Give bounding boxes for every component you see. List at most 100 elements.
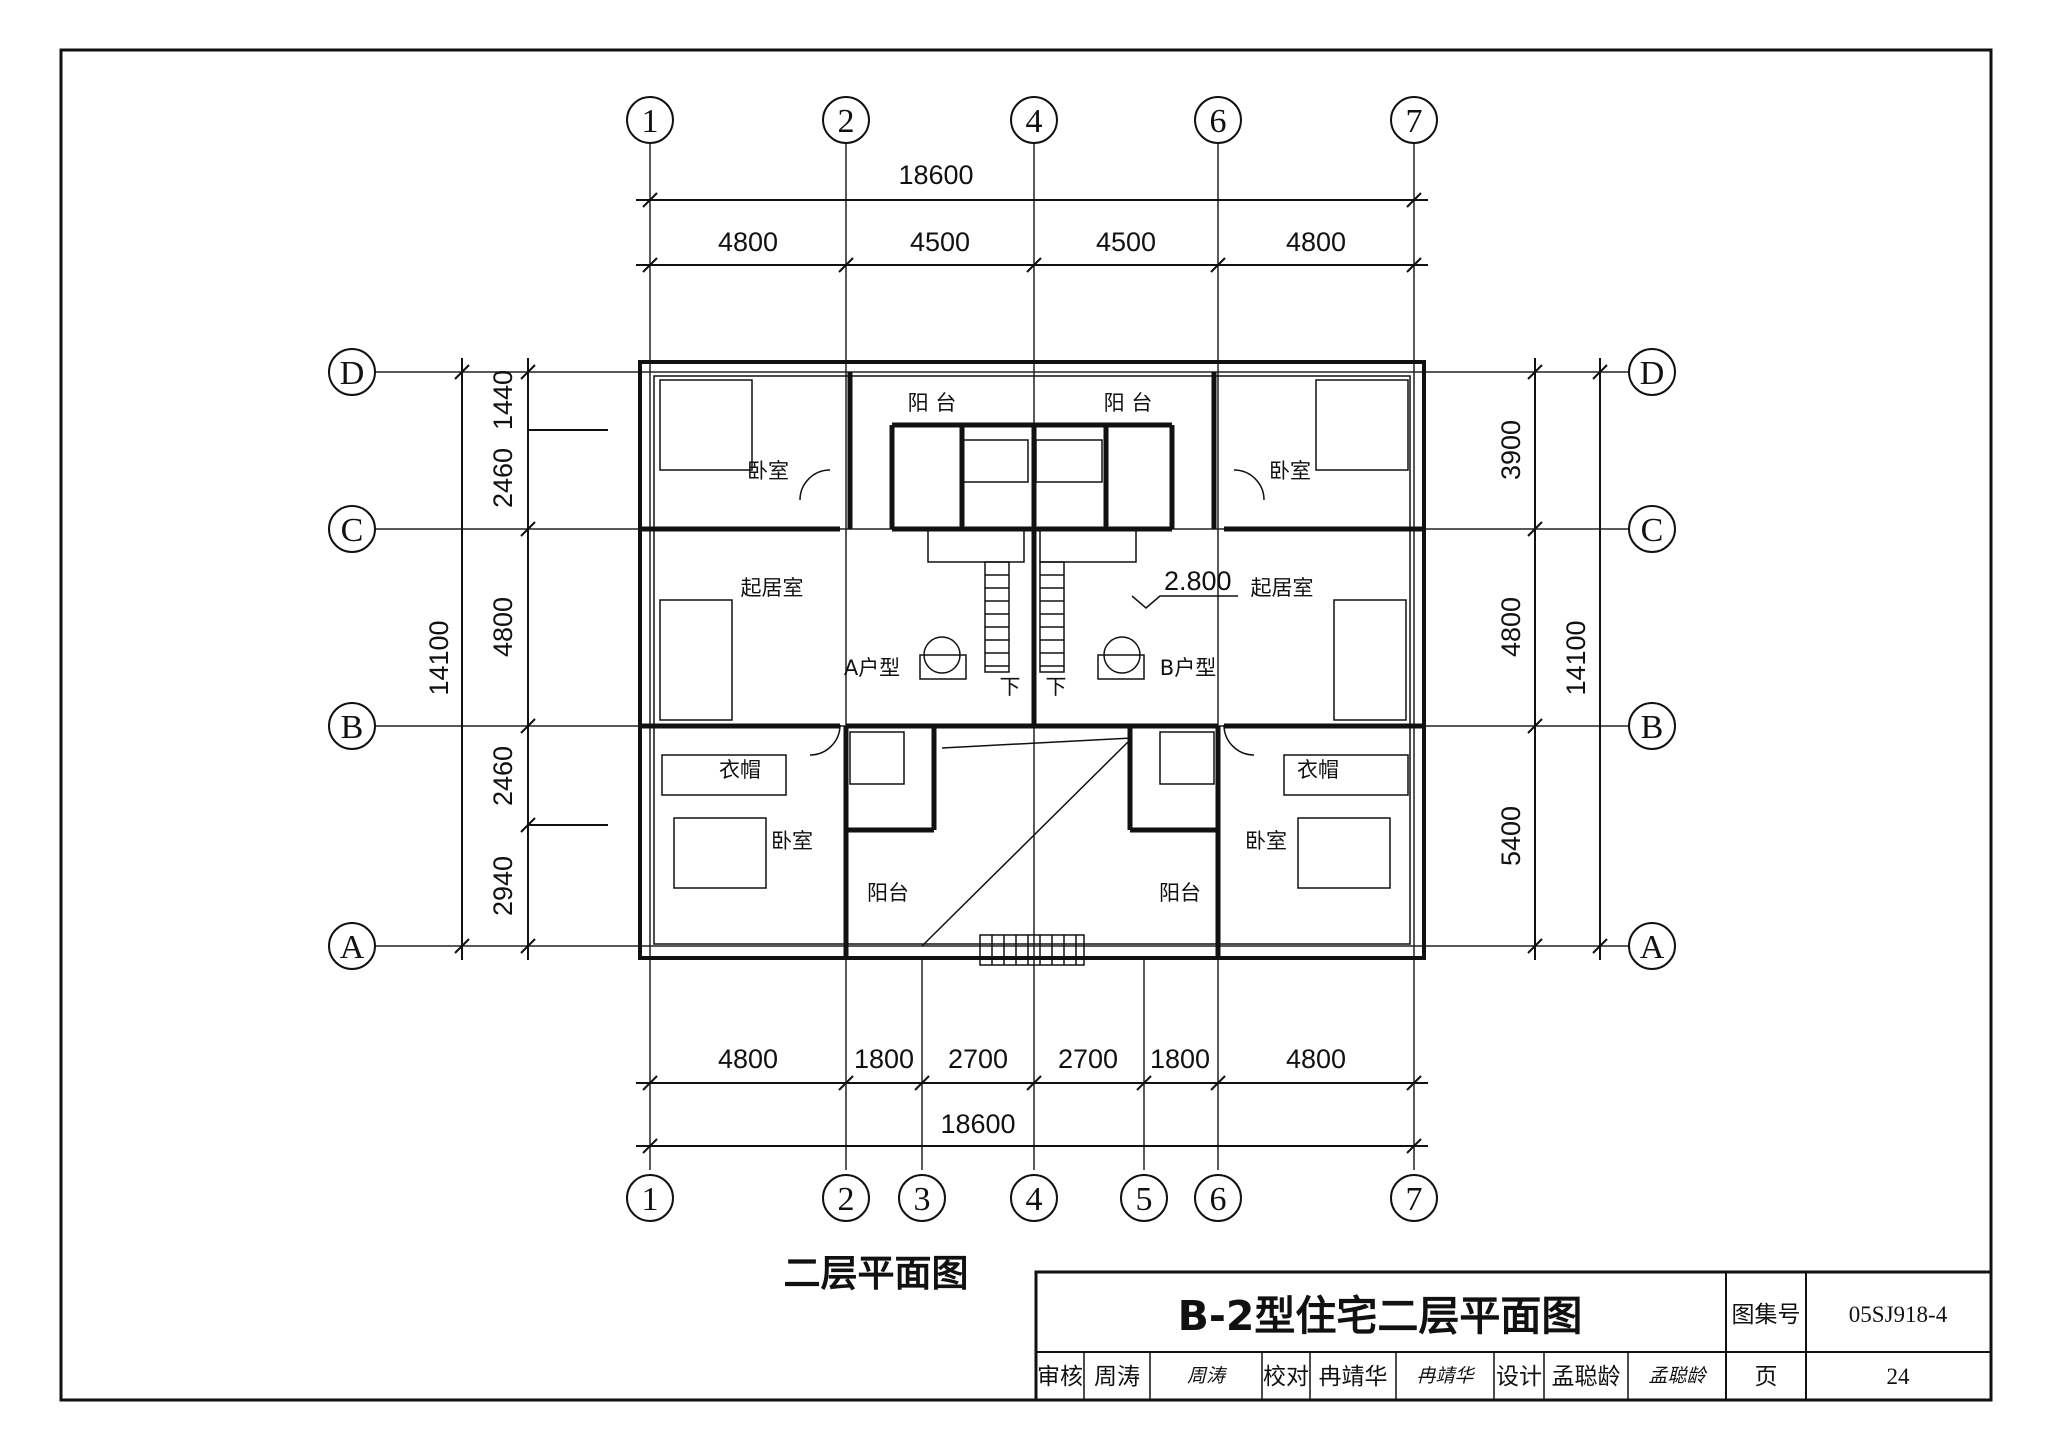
axis-bubbles-bottom (626, 1174, 1438, 1222)
check-name: 冉靖华 (1319, 1364, 1388, 1390)
dim-bottom-1: 4800 (718, 1044, 778, 1074)
dim-top-2: 4500 (910, 227, 970, 257)
axis-label-top-6: 6 (1210, 103, 1227, 140)
axis-label-left-A: A (340, 929, 365, 966)
axis-label-bottom-2: 2 (838, 1181, 855, 1218)
design-name: 孟聪龄 (1552, 1364, 1621, 1390)
axis-bubble-bottom-5 (1120, 1174, 1168, 1222)
atlas-code: 05SJ918-4 (1849, 1302, 1948, 1327)
dim-left-5: 2940 (488, 856, 518, 916)
axis-bubble-right-A (1628, 922, 1676, 970)
dim-right-total: 14100 (1561, 620, 1591, 695)
axis-bubble-bottom-7 (1390, 1174, 1438, 1222)
bottom-dimension-lines (636, 1075, 1428, 1154)
review-label: 审核 (1037, 1364, 1083, 1390)
dim-top-4: 4800 (1286, 227, 1346, 257)
stairs (921, 529, 1137, 947)
axis-bubble-bottom-1 (626, 1174, 674, 1222)
dim-bottom-5: 1800 (1150, 1044, 1210, 1074)
room-living-left: 起居室 (741, 576, 804, 600)
title-block (1034, 1270, 1993, 1402)
axis-grid-lines (375, 141, 1640, 1170)
room-wardrobe-left: 衣帽 (719, 758, 761, 782)
axis-bubble-bottom-3 (898, 1174, 946, 1222)
top-dimension-lines (636, 192, 1428, 273)
dim-right-2: 4800 (1496, 597, 1526, 657)
axis-label-bottom-7: 7 (1406, 1181, 1423, 1218)
axis-bubble-top-1 (626, 96, 674, 144)
right-dimension-lines (1527, 358, 1608, 960)
room-bedroom-bottom-left: 卧室 (771, 829, 813, 853)
axis-label-top-2: 2 (838, 103, 855, 140)
axis-bubble-right-C (1628, 505, 1676, 553)
stair-down-left: 下 (1000, 675, 1021, 699)
axis-bubble-top-6 (1194, 96, 1242, 144)
axis-bubble-left-B (328, 702, 376, 750)
room-balcony-right: 阳 台 (1104, 391, 1153, 415)
room-living-right: 起居室 (1251, 576, 1314, 600)
axis-bubble-left-A (328, 922, 376, 970)
page-label: 页 (1755, 1364, 1778, 1390)
axis-label-bottom-6: 6 (1210, 1181, 1227, 1218)
axis-bubbles-top (626, 96, 1438, 144)
axis-label-right-A: A (1640, 929, 1665, 966)
sheet-frame (59, 48, 1993, 1402)
review-signature: 周涛 (1187, 1365, 1228, 1387)
unit-a-label: A户型 (844, 656, 900, 680)
axis-bubble-left-C (328, 505, 376, 553)
dim-bottom-6: 4800 (1286, 1044, 1346, 1074)
title-block-title: B-2型住宅二层平面图 (1178, 1292, 1583, 1340)
axis-label-top-1: 1 (642, 103, 659, 140)
axis-label-bottom-4: 4 (1026, 1181, 1043, 1218)
left-dimension-lines (454, 358, 608, 960)
room-balcony-small-left: 阳台 (867, 881, 909, 905)
room-balcony-small-right: 阳台 (1159, 881, 1201, 905)
exterior-walls (638, 360, 1426, 960)
dim-bottom-total: 18600 (940, 1109, 1015, 1139)
check-signature: 冉靖华 (1416, 1365, 1475, 1387)
axis-label-right-B: B (1641, 709, 1664, 746)
elevation-mark: 2.800 (1131, 566, 1238, 609)
stair-down-right: 下 (1046, 675, 1067, 699)
axis-bubble-right-B (1628, 702, 1676, 750)
review-name: 周涛 (1094, 1364, 1140, 1390)
axis-label-top-7: 7 (1406, 103, 1423, 140)
dim-left-total: 14100 (424, 620, 454, 695)
entrance-grate (979, 934, 1085, 966)
page-number: 24 (1887, 1364, 1911, 1389)
dim-top-1: 4800 (718, 227, 778, 257)
dim-bottom-2: 1800 (854, 1044, 914, 1074)
dim-bottom-3: 2700 (948, 1044, 1008, 1074)
interior-walls (640, 372, 1424, 958)
axis-label-bottom-1: 1 (642, 1181, 659, 1218)
axis-bubble-left-D (328, 348, 376, 396)
dim-right-3: 5400 (1496, 806, 1526, 866)
elevation-value: 2.800 (1164, 566, 1232, 596)
axis-bubble-top-4 (1010, 96, 1058, 144)
room-bedroom-top-right: 卧室 (1269, 459, 1311, 483)
axis-bubble-top-7 (1390, 96, 1438, 144)
axis-label-left-D: D (340, 355, 365, 392)
check-label: 校对 (1263, 1364, 1309, 1390)
dim-top-total: 18600 (898, 160, 973, 190)
axis-label-bottom-3: 3 (914, 1181, 931, 1218)
axis-bubbles-sides (328, 348, 1676, 970)
design-label: 设计 (1496, 1364, 1542, 1390)
axis-label-right-C: C (1641, 512, 1664, 549)
atlas-label: 图集号 (1732, 1302, 1801, 1328)
axis-bubble-right-D (1628, 348, 1676, 396)
axis-label-top-4: 4 (1026, 103, 1043, 140)
dim-left-2: 2460 (488, 448, 518, 508)
axis-bubble-top-2 (822, 96, 870, 144)
dim-top-3: 4500 (1096, 227, 1156, 257)
axis-label-left-B: B (341, 709, 364, 746)
dim-left-3: 4800 (488, 597, 518, 657)
furniture (659, 379, 1409, 889)
drawing-title: 二层平面图 (784, 1252, 969, 1295)
unit-b-label: B户型 (1160, 656, 1216, 680)
dim-left-4: 2460 (488, 746, 518, 806)
dim-left-1: 1440 (488, 370, 518, 430)
axis-bubble-bottom-6 (1194, 1174, 1242, 1222)
dim-bottom-4: 2700 (1058, 1044, 1118, 1074)
